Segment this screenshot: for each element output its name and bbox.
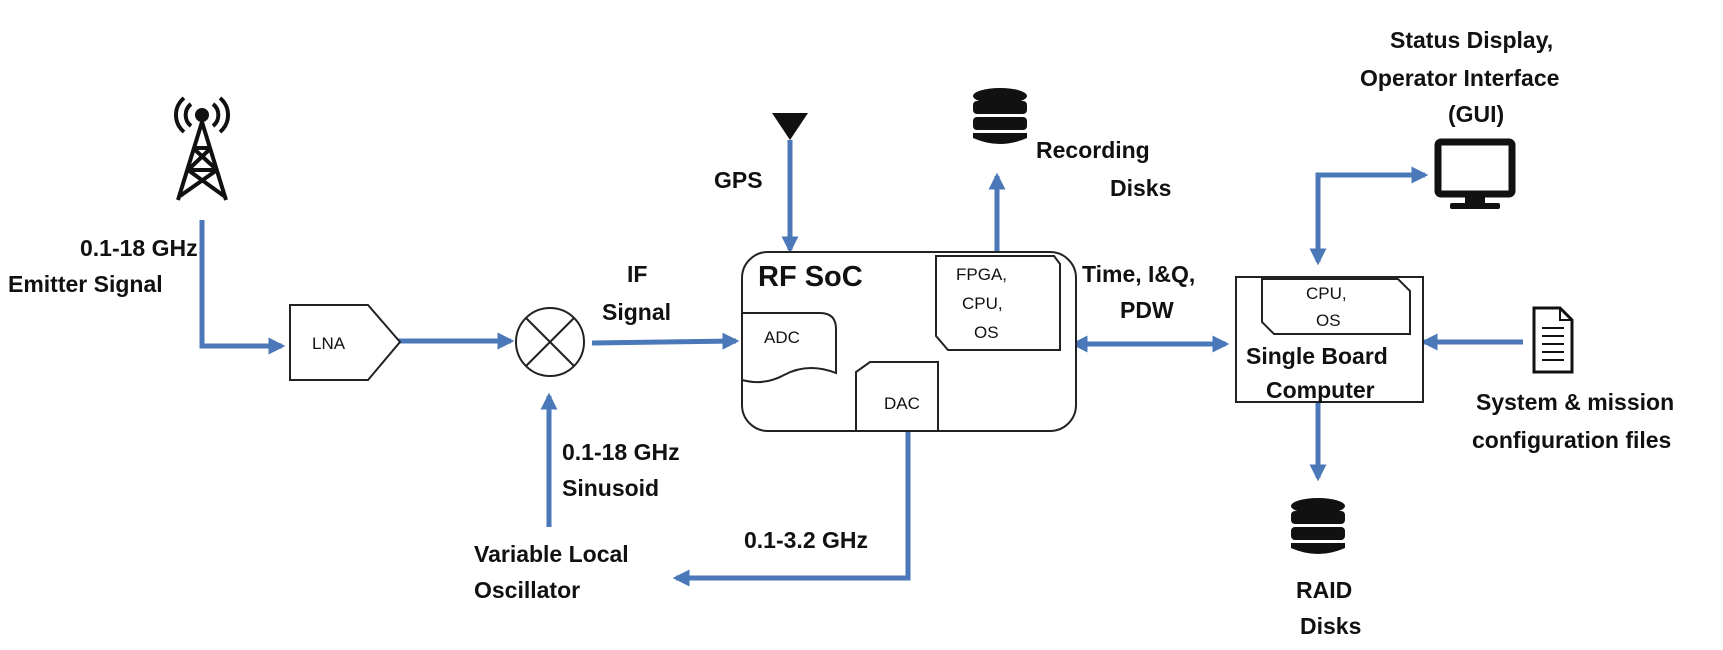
dac-output-label: 0.1-3.2 GHz [744, 527, 868, 553]
config-label-line2: configuration files [1472, 427, 1671, 453]
sbc-cpu-line1: CPU, [1306, 284, 1347, 303]
wire-sbc-to-display [1309, 166, 1429, 266]
lo-label-line1: Variable Local [474, 541, 629, 567]
link-label-line2: PDW [1120, 297, 1174, 323]
sbc-cpu-block [1261, 278, 1411, 335]
recording-label-line1: Recording [1036, 137, 1150, 163]
emitter-label-line1: 0.1-18 GHz [80, 235, 198, 261]
gps-label: GPS [714, 167, 763, 193]
raid-label-line2: Disks [1300, 613, 1361, 639]
sinusoid-line2: Sinusoid [562, 475, 659, 501]
mixer-symbol [515, 307, 585, 377]
status-label-line3: (GUI) [1448, 101, 1504, 127]
lo-label-line2: Oscillator [474, 577, 580, 603]
wire-emitter-to-lna [199, 220, 286, 355]
fpga-block [935, 255, 1061, 351]
fpga-label-line1: FPGA, [956, 265, 1007, 284]
recording-label-line2: Disks [1110, 175, 1171, 201]
adc-block [741, 312, 837, 384]
sbc-block: CPU, OS Single Board Computer [1235, 276, 1424, 403]
link-label-line1: Time, I&Q, [1082, 261, 1195, 287]
wire-dac-to-lo [672, 432, 911, 587]
status-label-line1: Status Display, [1390, 27, 1553, 53]
wire-mixer-to-adc [591, 332, 740, 350]
fpga-label-line3: OS [974, 323, 999, 342]
lna-label: LNA [312, 334, 346, 353]
adc-label: ADC [764, 328, 800, 347]
sbc-label-line2: Computer [1266, 377, 1375, 403]
dac-label: DAC [884, 394, 920, 413]
fpga-label-line2: CPU, [962, 294, 1003, 313]
rfsoc-block: RF SoC ADC DAC FPGA, CPU, OS [741, 251, 1077, 432]
if-signal-line1: IF [627, 261, 647, 287]
config-label-line1: System & mission [1476, 389, 1674, 415]
raid-label-line1: RAID [1296, 577, 1352, 603]
if-signal-line2: Signal [602, 299, 671, 325]
recording-disks-icon [973, 88, 1027, 144]
emitter-label-line2: Emitter Signal [8, 271, 163, 297]
rfsoc-title: RF SoC [758, 261, 863, 293]
signal-wires [199, 140, 1523, 587]
emitter-tower-icon [173, 96, 231, 201]
status-label-line2: Operator Interface [1360, 65, 1559, 91]
gps-antenna-icon [772, 113, 808, 140]
sinusoid-line1: 0.1-18 GHz [562, 439, 680, 465]
document-icon [1532, 306, 1574, 374]
sbc-label-line1: Single Board [1246, 343, 1388, 369]
monitor-icon [1434, 138, 1516, 209]
dac-block-shape [855, 361, 939, 432]
sbc-cpu-line2: OS [1316, 311, 1341, 330]
lna-block [289, 304, 402, 381]
raid-disks-icon [1291, 498, 1345, 554]
